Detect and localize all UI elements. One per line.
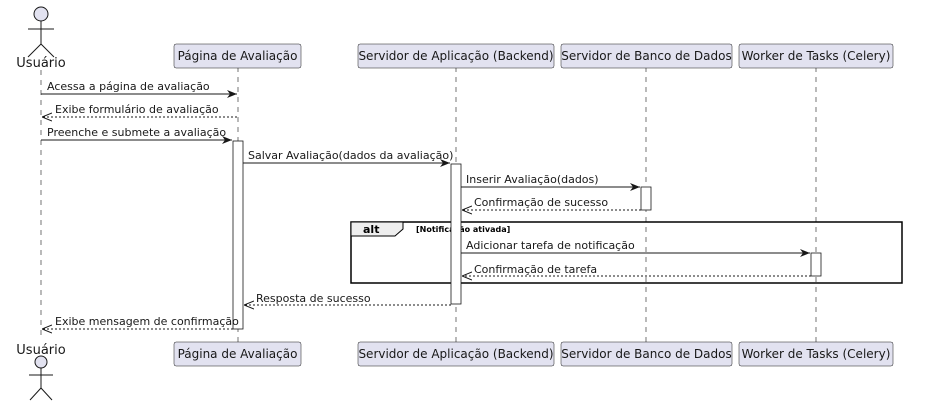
message-7: Adicionar tarefa de notificação <box>461 239 810 257</box>
activation-pagina <box>232 140 244 330</box>
participant-servidor-bottom: Servidor de Aplicação (Backend) <box>357 341 555 367</box>
activation-servidor <box>450 163 462 305</box>
participant-worker-top: Worker de Tasks (Celery) <box>738 43 894 69</box>
participant-banco-bottom: Servidor de Banco de Dados <box>560 341 733 367</box>
participant-label: Página de Avaliação <box>178 347 298 361</box>
alt-frame: alt [Notificação ativada] <box>350 221 903 284</box>
message-label: Exibe mensagem de confirmação <box>55 315 239 328</box>
message-label: Resposta de sucesso <box>256 292 371 305</box>
actor-label: Usuário <box>16 56 65 71</box>
participant-label: Servidor de Banco de Dados <box>561 347 731 361</box>
stick-figure-icon <box>27 6 55 58</box>
alt-condition: [Notificação ativada] <box>416 225 510 234</box>
participant-label: Servidor de Banco de Dados <box>561 49 731 63</box>
participant-label: Worker de Tasks (Celery) <box>742 347 891 361</box>
message-label: Salvar Avaliação(dados da avaliação) <box>248 149 453 162</box>
message-label: Exibe formulário de avaliação <box>55 103 219 116</box>
message-3: Preenche e submete a avaliação <box>41 126 232 144</box>
actor-label: Usuário <box>16 343 65 358</box>
message-5: Inserir Avaliação(dados) <box>461 173 640 191</box>
activation-worker <box>810 252 822 277</box>
participant-label: Servidor de Aplicação (Backend) <box>358 49 553 63</box>
message-1: Acessa a página de avaliação <box>41 80 237 98</box>
participant-label: Worker de Tasks (Celery) <box>742 49 891 63</box>
participant-label: Página de Avaliação <box>178 49 298 63</box>
participant-pagina-top: Página de Avaliação <box>173 43 302 69</box>
message-label: Confirmação de tarefa <box>474 263 597 276</box>
message-label: Confirmação de sucesso <box>474 196 608 209</box>
message-10: Exibe mensagem de confirmação <box>42 315 239 329</box>
message-label: Preenche e submete a avaliação <box>47 126 226 139</box>
participant-pagina-bottom: Página de Avaliação <box>173 341 302 367</box>
participant-banco-top: Servidor de Banco de Dados <box>560 43 733 69</box>
actor-usuario-top: Usuário <box>16 6 66 71</box>
stick-figure-icon <box>29 355 53 401</box>
message-label: Adicionar tarefa de notificação <box>466 239 635 252</box>
message-6: Confirmação de sucesso <box>462 196 641 210</box>
message-label: Inserir Avaliação(dados) <box>466 173 599 186</box>
participant-servidor-top: Servidor de Aplicação (Backend) <box>357 43 555 69</box>
actor-usuario-bottom: Usuário <box>16 343 66 401</box>
activation-banco <box>640 186 652 211</box>
participant-label: Servidor de Aplicação (Backend) <box>358 347 553 361</box>
message-9: Resposta de sucesso <box>244 292 451 305</box>
message-4: Salvar Avaliação(dados da avaliação) <box>243 149 453 167</box>
message-label: Acessa a página de avaliação <box>47 80 210 93</box>
message-2: Exibe formulário de avaliação <box>42 103 237 117</box>
alt-keyword: alt <box>363 223 379 236</box>
alt-frame-header <box>350 221 404 237</box>
message-8: Confirmação de tarefa <box>462 263 811 276</box>
participant-worker-bottom: Worker de Tasks (Celery) <box>738 341 894 367</box>
